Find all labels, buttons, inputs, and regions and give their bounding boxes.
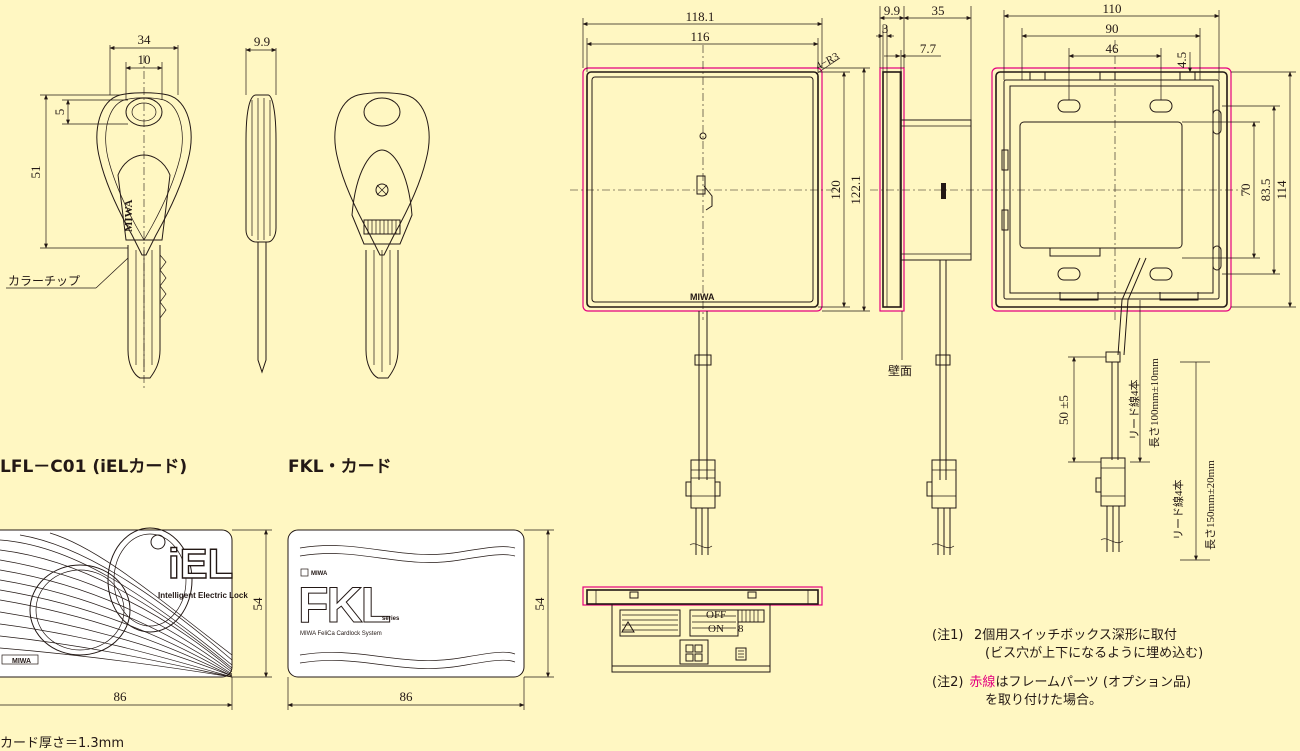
lead-wire-1-name: リード線4本 [1127, 380, 1141, 441]
color-chip-label: カラーチップ [8, 274, 80, 288]
card-thickness-note: カード厚さ＝1.3mm [0, 736, 124, 751]
iel-card: iEL Intelligent Electric Lock MIWA 54 86 [0, 527, 272, 710]
dim-back-width-90: 90 [1106, 21, 1119, 36]
dim-key-hole-10: 10 [138, 52, 151, 67]
note-2-red-word: 赤線 [969, 674, 995, 690]
dim-fkl-card-height: 54 [532, 597, 547, 611]
note-2-label: (注2) [932, 675, 963, 690]
note-2-line-2: を取り付けた場合。 [985, 693, 1102, 708]
lead-wire-1-length: 長さ100mm±10mm [1148, 358, 1161, 448]
dim-reader-depth-7-7: 7.7 [920, 41, 937, 56]
dim-reader-height-122: 122.1 [848, 175, 863, 204]
key-front-view: MIWA 34 10 5 51 カラーチップ [6, 32, 192, 390]
wall-surface-label: 壁面 [888, 363, 912, 378]
dim-reader-depth-9-9: 9.9 [884, 3, 900, 18]
dim-reader-height-120: 120 [828, 180, 843, 200]
dim-back-height-83-5: 83.5 [1258, 179, 1273, 202]
dim-back-height-114: 114 [1274, 180, 1289, 200]
dim-back-width-110: 110 [1102, 1, 1121, 16]
reader-bottom-view: OFF ON 8 [582, 586, 823, 673]
note-2-line-1: (注2) 赤線はフレームパーツ (オプション品) [932, 674, 1191, 690]
reader-logo: MIWA [690, 292, 715, 302]
switch-on-label: ON [708, 623, 724, 635]
key-side-view: 9.9 [245, 34, 277, 374]
lead-wire-2-name: リード線4本 [1171, 480, 1185, 541]
iel-card-logo: MIWA [12, 658, 31, 665]
lead-wire-2-length: 長さ150mm±20mm [1204, 460, 1217, 550]
dim-key-height-51: 51 [28, 166, 43, 179]
fkl-system-label: MIWA FeliCa Cardlock System [300, 631, 382, 637]
dim-reader-depth-3: 3 [882, 21, 889, 36]
key-back-view [334, 92, 430, 379]
dim-fkl-card-width: 86 [400, 689, 414, 704]
dim-reader-width-118: 118.1 [686, 9, 715, 24]
dim-back-height-70: 70 [1238, 184, 1253, 197]
iel-card-title: LFL－C01 (iELカード) [0, 457, 187, 477]
key-logo: MIWA [123, 200, 135, 232]
note-1-line-1: 2個用スイッチボックス深形に取付 [974, 628, 1177, 643]
switch-off-label: OFF [706, 609, 726, 621]
fkl-card-title: FKL・カード [288, 457, 392, 477]
note-2-rest: はフレームパーツ (オプション品) [995, 675, 1191, 690]
dim-lead-connector-50: 50 ±5 [1056, 395, 1071, 425]
reader-back-view: 110 90 46 4.5 70 83.5 114 50 ±5 [985, 1, 1296, 561]
dim-back-hole-pitch-46: 46 [1106, 41, 1120, 56]
dim-iel-card-width: 86 [114, 689, 128, 704]
svg-text:iEL: iEL [168, 540, 233, 587]
dim-back-offset-4-5: 4.5 [1174, 52, 1189, 68]
switch-8-label: 8 [738, 623, 744, 635]
svg-text:FKL: FKL [298, 577, 390, 633]
reader-side-view: 壁面 9.9 35 3 7.7 [870, 3, 985, 555]
iel-brand-text: Intelligent Electric Lock [158, 591, 248, 600]
fkl-small-logo: MIWA [311, 571, 328, 577]
dim-key-thickness: 9.9 [254, 34, 270, 49]
dim-reader-width-116: 116 [690, 29, 710, 44]
fkl-card: MIWA FKL series MIWA FeliCa Cardlock Sys… [287, 529, 554, 710]
dim-reader-depth-35: 35 [932, 3, 945, 18]
reader-front-view: MIWA 118.1 116 4−R3 120 122.1 [570, 9, 870, 555]
fkl-series-label: series [382, 616, 400, 622]
dim-key-hole-5: 5 [52, 109, 67, 116]
dim-key-width-34: 34 [138, 32, 152, 47]
note-1-label: (注1) [932, 628, 963, 643]
dim-iel-card-height: 54 [250, 597, 265, 611]
notes-block: (注1) 2個用スイッチボックス深形に取付 (ビス穴が上下になるように埋め込む)… [932, 628, 1203, 708]
note-1-line-2: (ビス穴が上下になるように埋め込む) [985, 646, 1203, 661]
